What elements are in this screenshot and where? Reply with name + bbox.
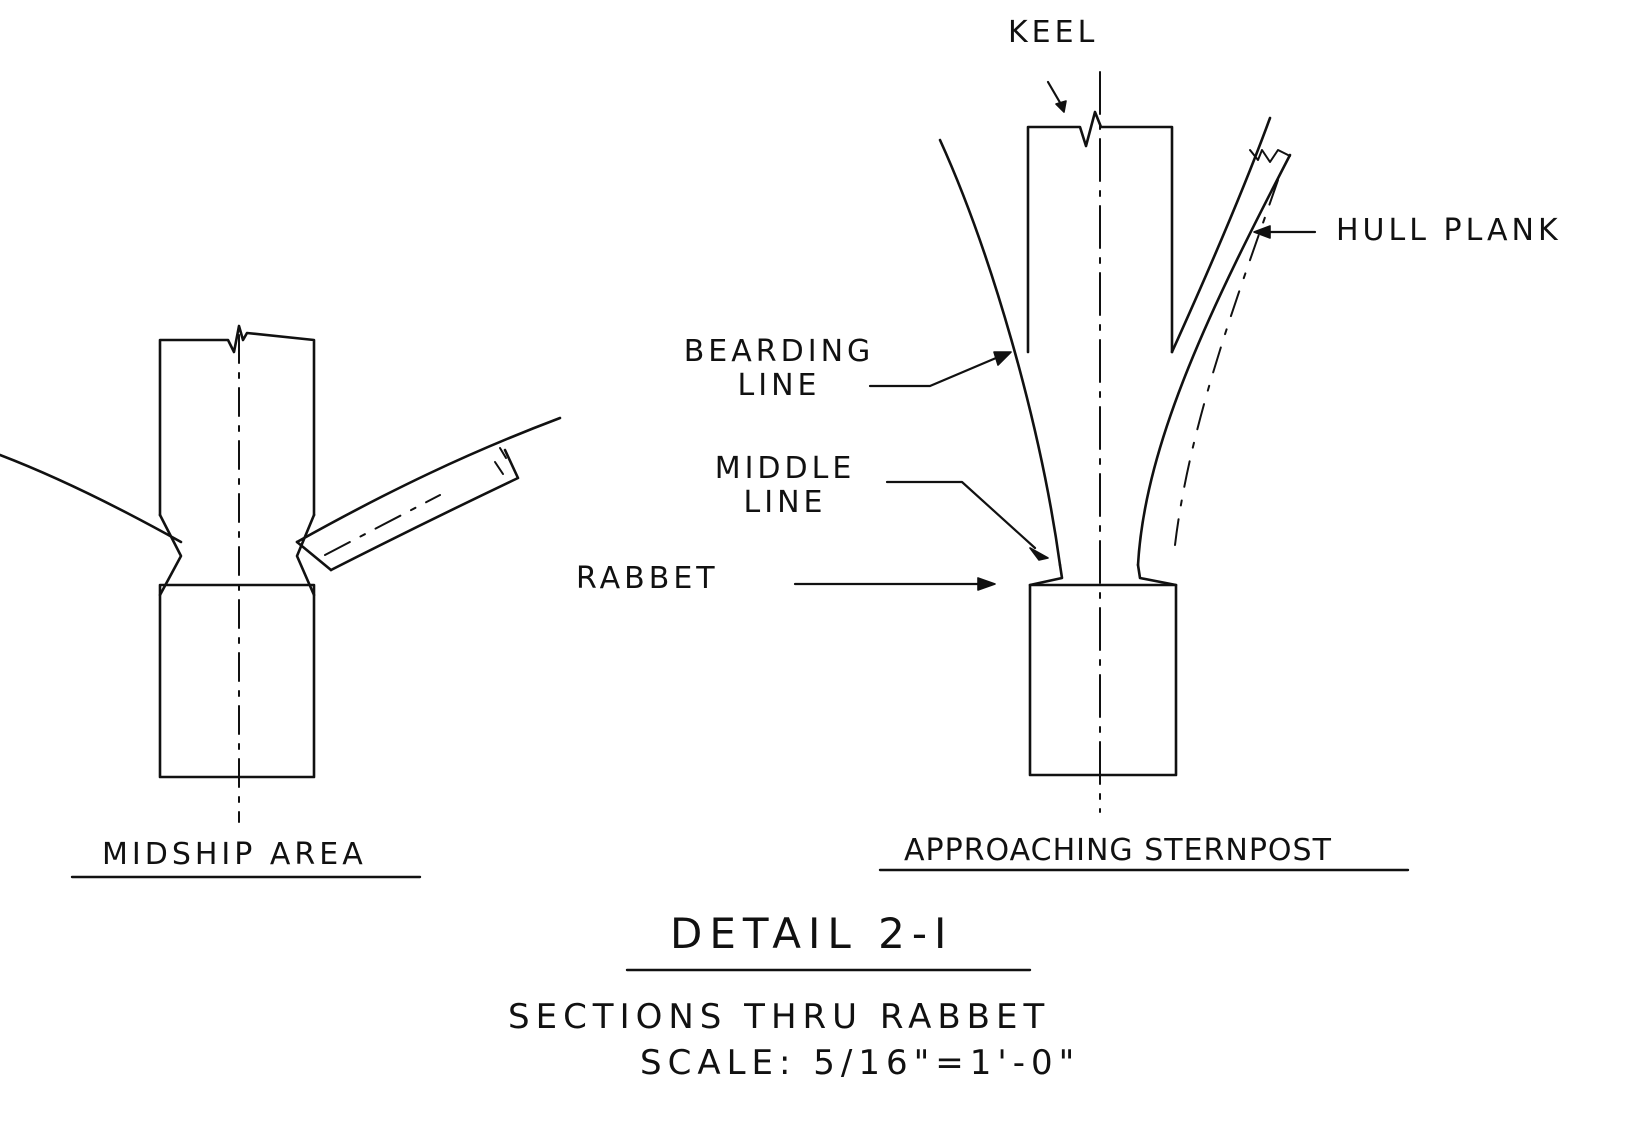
midship-area-label: MIDSHIP AREA: [102, 837, 367, 872]
sternpost-keel-lower-block: [1030, 585, 1176, 775]
sternpost-keel-section: [940, 112, 1290, 775]
midship-plank-right-inner: [331, 450, 518, 570]
midship-plank-centerline: [325, 495, 440, 555]
midship-plank-left: [0, 455, 181, 542]
midship-plank-right-outer: [297, 418, 560, 542]
approaching-sternpost-label: APPROACHING STERNPOST: [904, 833, 1332, 868]
middle-line-label: MIDDLE LINE: [696, 452, 874, 519]
bearding-line-label-2: LINE: [737, 367, 821, 403]
middle-line-label-2: LINE: [743, 484, 827, 520]
bearding-line-leader: [870, 352, 1011, 386]
midship-rabbet-notch-right: [297, 515, 314, 595]
bearding-line-label-1: BEARDING: [683, 334, 875, 369]
keel-label: KEEL: [1008, 15, 1099, 50]
keel-leader: [1048, 82, 1066, 112]
detail-scale: SCALE: 5/16"=1'-0": [640, 1043, 1081, 1083]
detail-title: DETAIL 2-I: [670, 909, 954, 958]
bearding-line-label: BEARDING LINE: [668, 335, 890, 402]
midship-keel-upper-outline: [160, 326, 314, 515]
sternpost-plank-centerline: [1175, 180, 1278, 545]
midship-rabbet-notch-left: [160, 515, 181, 595]
sternpost-bearding-curve: [940, 140, 1060, 565]
hull-plank-arrow-head: [1254, 226, 1270, 238]
keel-arrow-head: [1056, 101, 1066, 112]
sternpost-plank-break: [1250, 150, 1290, 162]
hull-plank-leader: [1254, 226, 1315, 238]
detail-subtitle: SECTIONS THRU RABBET: [508, 997, 1051, 1037]
middle-line-label-1: MIDDLE: [714, 451, 856, 486]
midship-keel-section: [0, 326, 560, 777]
midship-keel-lower-block: [160, 585, 314, 777]
sternpost-rabbet-right: [1138, 565, 1176, 585]
bearding-arrow-head: [994, 352, 1011, 365]
rabbet-label: RABBET: [576, 561, 719, 596]
sternpost-plank-outer: [1172, 118, 1270, 352]
sternpost-keel-upper-outline: [1028, 112, 1172, 352]
middle-line-arrow-head: [1030, 548, 1048, 560]
sternpost-plank-inner: [1138, 155, 1290, 565]
sternpost-rabbet-left: [1030, 565, 1062, 585]
rabbet-leader: [795, 578, 995, 590]
hull-plank-label: HULL PLANK: [1336, 213, 1562, 248]
midship-plank-break: [495, 448, 506, 474]
middle-line-leader: [887, 482, 1048, 560]
midship-plank-right-end: [297, 542, 331, 570]
rabbet-arrow-head: [978, 578, 995, 590]
